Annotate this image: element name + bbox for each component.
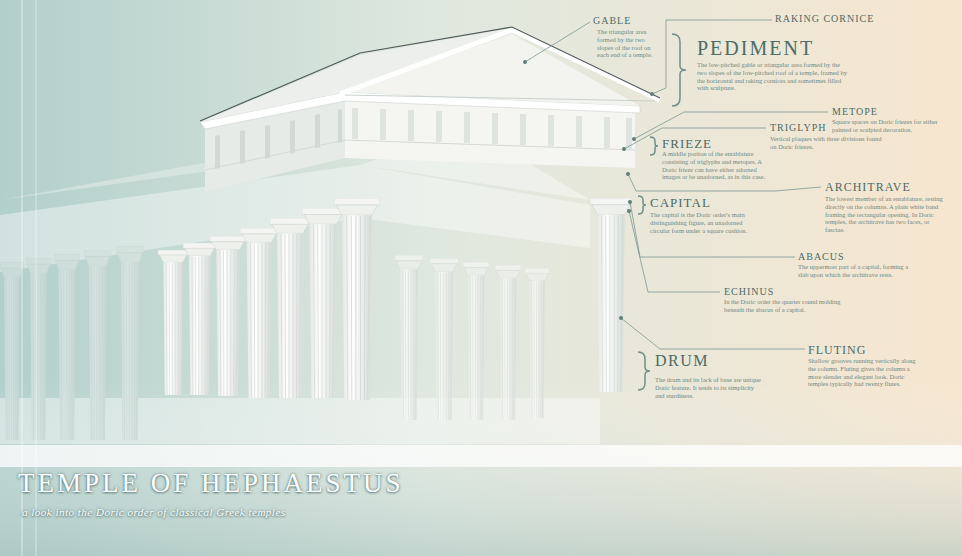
part-description: The lowest member of an entablature, res…	[825, 195, 950, 234]
subtitle: a look into the Doric order of classical…	[22, 506, 286, 518]
part-description: The capital is the Doric order's main di…	[650, 211, 758, 234]
part-description: Square spaces on Doric friezes for eithe…	[832, 118, 950, 134]
part-description: Shallow grooves running vertically along…	[808, 357, 923, 388]
part-description: In the Doric order the quarter round mol…	[724, 298, 844, 314]
part-description: The low-pitched gable or triangular area…	[697, 61, 847, 92]
part-description: The drum and its lack of base are unique…	[655, 376, 765, 399]
part-name: ARCHITRAVE	[825, 180, 911, 195]
title: TEMPLE OF HEPHAESTUS	[18, 468, 404, 499]
part-name: METOPE	[832, 106, 878, 117]
part-description: A middle portion of the entablature cons…	[662, 150, 767, 181]
part-name: ABACUS	[798, 251, 845, 262]
part-name: RAKING CORNICE	[775, 13, 874, 24]
part-name: FRIEZE	[662, 136, 712, 152]
part-name: TRIGLYPH	[770, 122, 826, 133]
part-name: CAPITAL	[650, 195, 711, 211]
part-description: Vertical plaques with three divisions fo…	[770, 135, 882, 151]
part-name: FLUTING	[808, 343, 866, 358]
part-name: GABLE	[593, 15, 631, 26]
part-name: PEDIMENT	[697, 37, 814, 60]
part-name: ECHINUS	[724, 286, 774, 297]
part-name: DRUM	[655, 352, 709, 370]
part-description: The uppermost part of a capital, forming…	[798, 263, 918, 279]
part-description: The triangular area formed by the two sl…	[597, 28, 657, 59]
